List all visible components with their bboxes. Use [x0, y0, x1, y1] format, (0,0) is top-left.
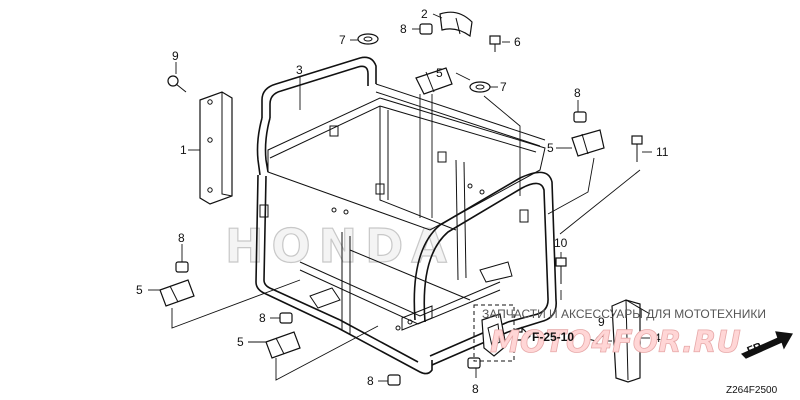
part-label-9-left: 9	[172, 49, 179, 63]
bolt-11	[631, 135, 643, 162]
watermark-logo-text: MOTO4FOR.RU	[490, 325, 741, 360]
front-direction-indicator	[740, 331, 793, 359]
part-label-8-left: 8	[178, 231, 185, 245]
nut-8-top	[419, 23, 433, 35]
part-label-8-bottom-right: 8	[472, 382, 479, 396]
part-label-9-right: 9	[598, 315, 605, 329]
grommet-top	[357, 33, 379, 45]
part-label-8-bottom: 8	[367, 374, 374, 388]
part-label-11: 11	[656, 145, 669, 159]
side-panel-part	[199, 91, 233, 205]
part-label-3: 3	[296, 63, 303, 77]
part-label-6: 6	[514, 35, 521, 49]
nut-8-left	[175, 261, 189, 273]
diagram-code: Z264F2500	[726, 385, 778, 396]
part-label-4: 4	[654, 331, 661, 345]
bolt-9-left	[167, 75, 187, 93]
mount-5-top	[415, 67, 453, 95]
grommet-middle	[469, 81, 491, 93]
bolt-10	[555, 257, 567, 284]
cross-reference-label: F-25-10	[532, 330, 574, 344]
part-label-7-top: 7	[339, 33, 346, 47]
part-label-1: 1	[180, 143, 187, 157]
part-label-8-bottom-left: 8	[259, 311, 266, 325]
watermark-brand: HONDA	[225, 219, 455, 273]
part-label-5-bottom: 5	[237, 335, 244, 349]
part-label-7-middle: 7	[500, 80, 507, 94]
nut-8-bottom-right	[467, 357, 481, 369]
part-label-5-top: 5	[436, 66, 443, 80]
bracket-part	[611, 299, 651, 383]
cross-reference-arrow	[515, 326, 531, 346]
watermark-shop-text: ЗАПЧАСТИ И АКСЕССУАРЫ ДЛЯ МОТОТЕХНИКИ	[482, 307, 766, 321]
part-label-8-top: 8	[400, 22, 407, 36]
part-label-5-right: 5	[547, 141, 554, 155]
part-label-10: 10	[554, 236, 568, 250]
part-label-2: 2	[421, 7, 428, 21]
mount-5-bottom	[265, 331, 301, 359]
nut-8-right-top	[573, 111, 587, 123]
main-frame	[255, 56, 557, 375]
part-label-8-right: 8	[574, 86, 581, 100]
leader-lines	[148, 13, 652, 382]
bolt-6	[489, 35, 501, 52]
bolt-9-right	[583, 335, 607, 347]
part-label-5-left: 5	[136, 283, 143, 297]
nut-8-bottom-left	[279, 312, 293, 324]
front-direction-label: FR.	[746, 340, 767, 358]
mount-5-left	[159, 279, 195, 307]
mount-5-right	[571, 129, 605, 157]
reference-part-outline	[473, 304, 515, 362]
nut-8-bottom	[387, 374, 401, 386]
part-number-labels: 1 2 3 4 5 5 5 5 6 7 7 8 8 8 8 8 8 9 9 10…	[136, 7, 669, 396]
strap-part	[439, 11, 473, 38]
